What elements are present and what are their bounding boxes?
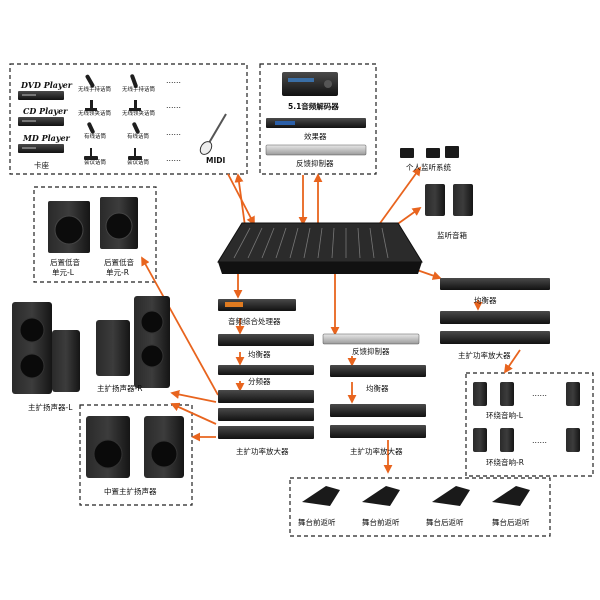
decoder-device xyxy=(282,72,338,96)
personal-monitor-units xyxy=(400,146,459,158)
decoder-label: 5.1音频解码器 xyxy=(288,102,339,111)
ellipsis-2: …… xyxy=(166,101,181,110)
processor-label: 音频综合处理器 xyxy=(228,317,281,326)
rear-sub-right-label-1: 后置低音 xyxy=(104,258,134,267)
left-amp-label: 主扩功率放大器 xyxy=(236,447,289,456)
cd-player-label: CD Player xyxy=(23,106,68,116)
surround-ellipsis-1: …… xyxy=(532,389,547,398)
mic-label-1b: 无线手持话筒 xyxy=(122,87,156,93)
rear-sub-left xyxy=(48,201,90,253)
main-right-label: 主扩扬声器-R xyxy=(97,384,143,393)
cd-player xyxy=(18,117,64,126)
midi-label: MIDI xyxy=(206,156,226,165)
surround-box xyxy=(465,372,594,477)
stage-monitor-label-2: 舞台前返听 xyxy=(362,518,400,527)
dvd-player-label: DVD Player xyxy=(21,80,72,90)
stage-monitor-box xyxy=(289,477,551,537)
right-eq-device xyxy=(440,278,550,290)
left-amp-stack xyxy=(218,390,314,439)
personal-monitor-label: 个人监听系统 xyxy=(406,163,451,172)
crossover-label: 分频器 xyxy=(248,377,271,386)
rear-subs-box xyxy=(33,186,157,283)
rear-sub-left-label-1: 后置低音 xyxy=(50,258,80,267)
microphone-icons xyxy=(84,74,142,160)
center-label: 中置主扩扬声器 xyxy=(104,487,157,496)
mic-label-4b: 会议话筒 xyxy=(127,160,150,166)
main-speaker-right xyxy=(96,296,170,388)
mic-label-2a: 无线领夹话筒 xyxy=(78,111,112,117)
center-speakers xyxy=(86,416,184,478)
rear-sub-right xyxy=(100,197,138,249)
surround-right-label: 环绕音响-R xyxy=(486,458,524,467)
left-eq-device xyxy=(218,334,314,346)
surround-ellipsis-2: …… xyxy=(532,436,547,445)
ellipsis-4: …… xyxy=(166,154,181,163)
ellipsis-3: …… xyxy=(166,128,181,137)
surround-speakers xyxy=(473,382,580,452)
mic-label-4a: 会议话筒 xyxy=(84,160,107,166)
mid-eq-label: 均衡器 xyxy=(366,384,389,393)
mixing-console xyxy=(217,222,423,274)
group-boxes xyxy=(9,63,594,537)
mid-amp-stack xyxy=(330,404,426,438)
stage-monitor-label-1: 舞台前返听 xyxy=(298,518,336,527)
md-player-label: MD Player xyxy=(23,133,70,143)
right-amp-label: 主扩功率放大器 xyxy=(458,351,511,360)
stage-monitor-label-4: 舞台后返听 xyxy=(492,518,530,527)
main-left-label: 主扩扬声器-L xyxy=(28,403,73,412)
mic-label-3a: 有线话筒 xyxy=(84,134,107,140)
mic-label-3b: 有线话筒 xyxy=(127,134,150,140)
stage-monitor-label-3: 舞台后返听 xyxy=(426,518,464,527)
stage-monitor-wedges xyxy=(302,486,530,506)
mic-label-1a: 无线手持话筒 xyxy=(78,87,112,93)
ellipsis-1: …… xyxy=(166,76,181,85)
monitor-speakers xyxy=(425,184,473,216)
audio-processor-device xyxy=(218,299,296,311)
surround-left-label: 环绕音响-L xyxy=(486,411,523,420)
mid-eq-device xyxy=(330,365,426,377)
monitor-speakers-label: 监听音箱 xyxy=(437,231,467,240)
crossover-device xyxy=(218,365,314,375)
effects-device xyxy=(266,118,366,128)
effects-label: 效果器 xyxy=(304,132,327,141)
feedback-top-label: 反馈抑制器 xyxy=(296,159,334,168)
mid-feedback-label: 反馈抑制器 xyxy=(352,347,390,356)
dvd-player xyxy=(18,91,64,100)
guitar-icon xyxy=(199,113,227,155)
sources-box xyxy=(9,63,248,175)
mic-label-2b: 无线领夹话筒 xyxy=(122,111,156,117)
rear-sub-left-label-2: 单元-L xyxy=(52,268,74,277)
right-amp-stack xyxy=(440,311,550,344)
signal-arrows xyxy=(141,166,521,474)
md-player xyxy=(18,144,64,153)
mid-feedback-device xyxy=(322,333,420,345)
feedback-suppressor-top xyxy=(265,144,367,156)
right-eq-label: 均衡器 xyxy=(474,296,497,305)
left-eq-label: 均衡器 xyxy=(248,350,271,359)
deck-label: 卡座 xyxy=(34,161,49,170)
rear-sub-right-label-2: 单元-R xyxy=(106,268,129,277)
main-speaker-left xyxy=(12,302,80,394)
mid-amp-label: 主扩功率放大器 xyxy=(350,447,403,456)
center-speakers-box xyxy=(79,404,193,506)
